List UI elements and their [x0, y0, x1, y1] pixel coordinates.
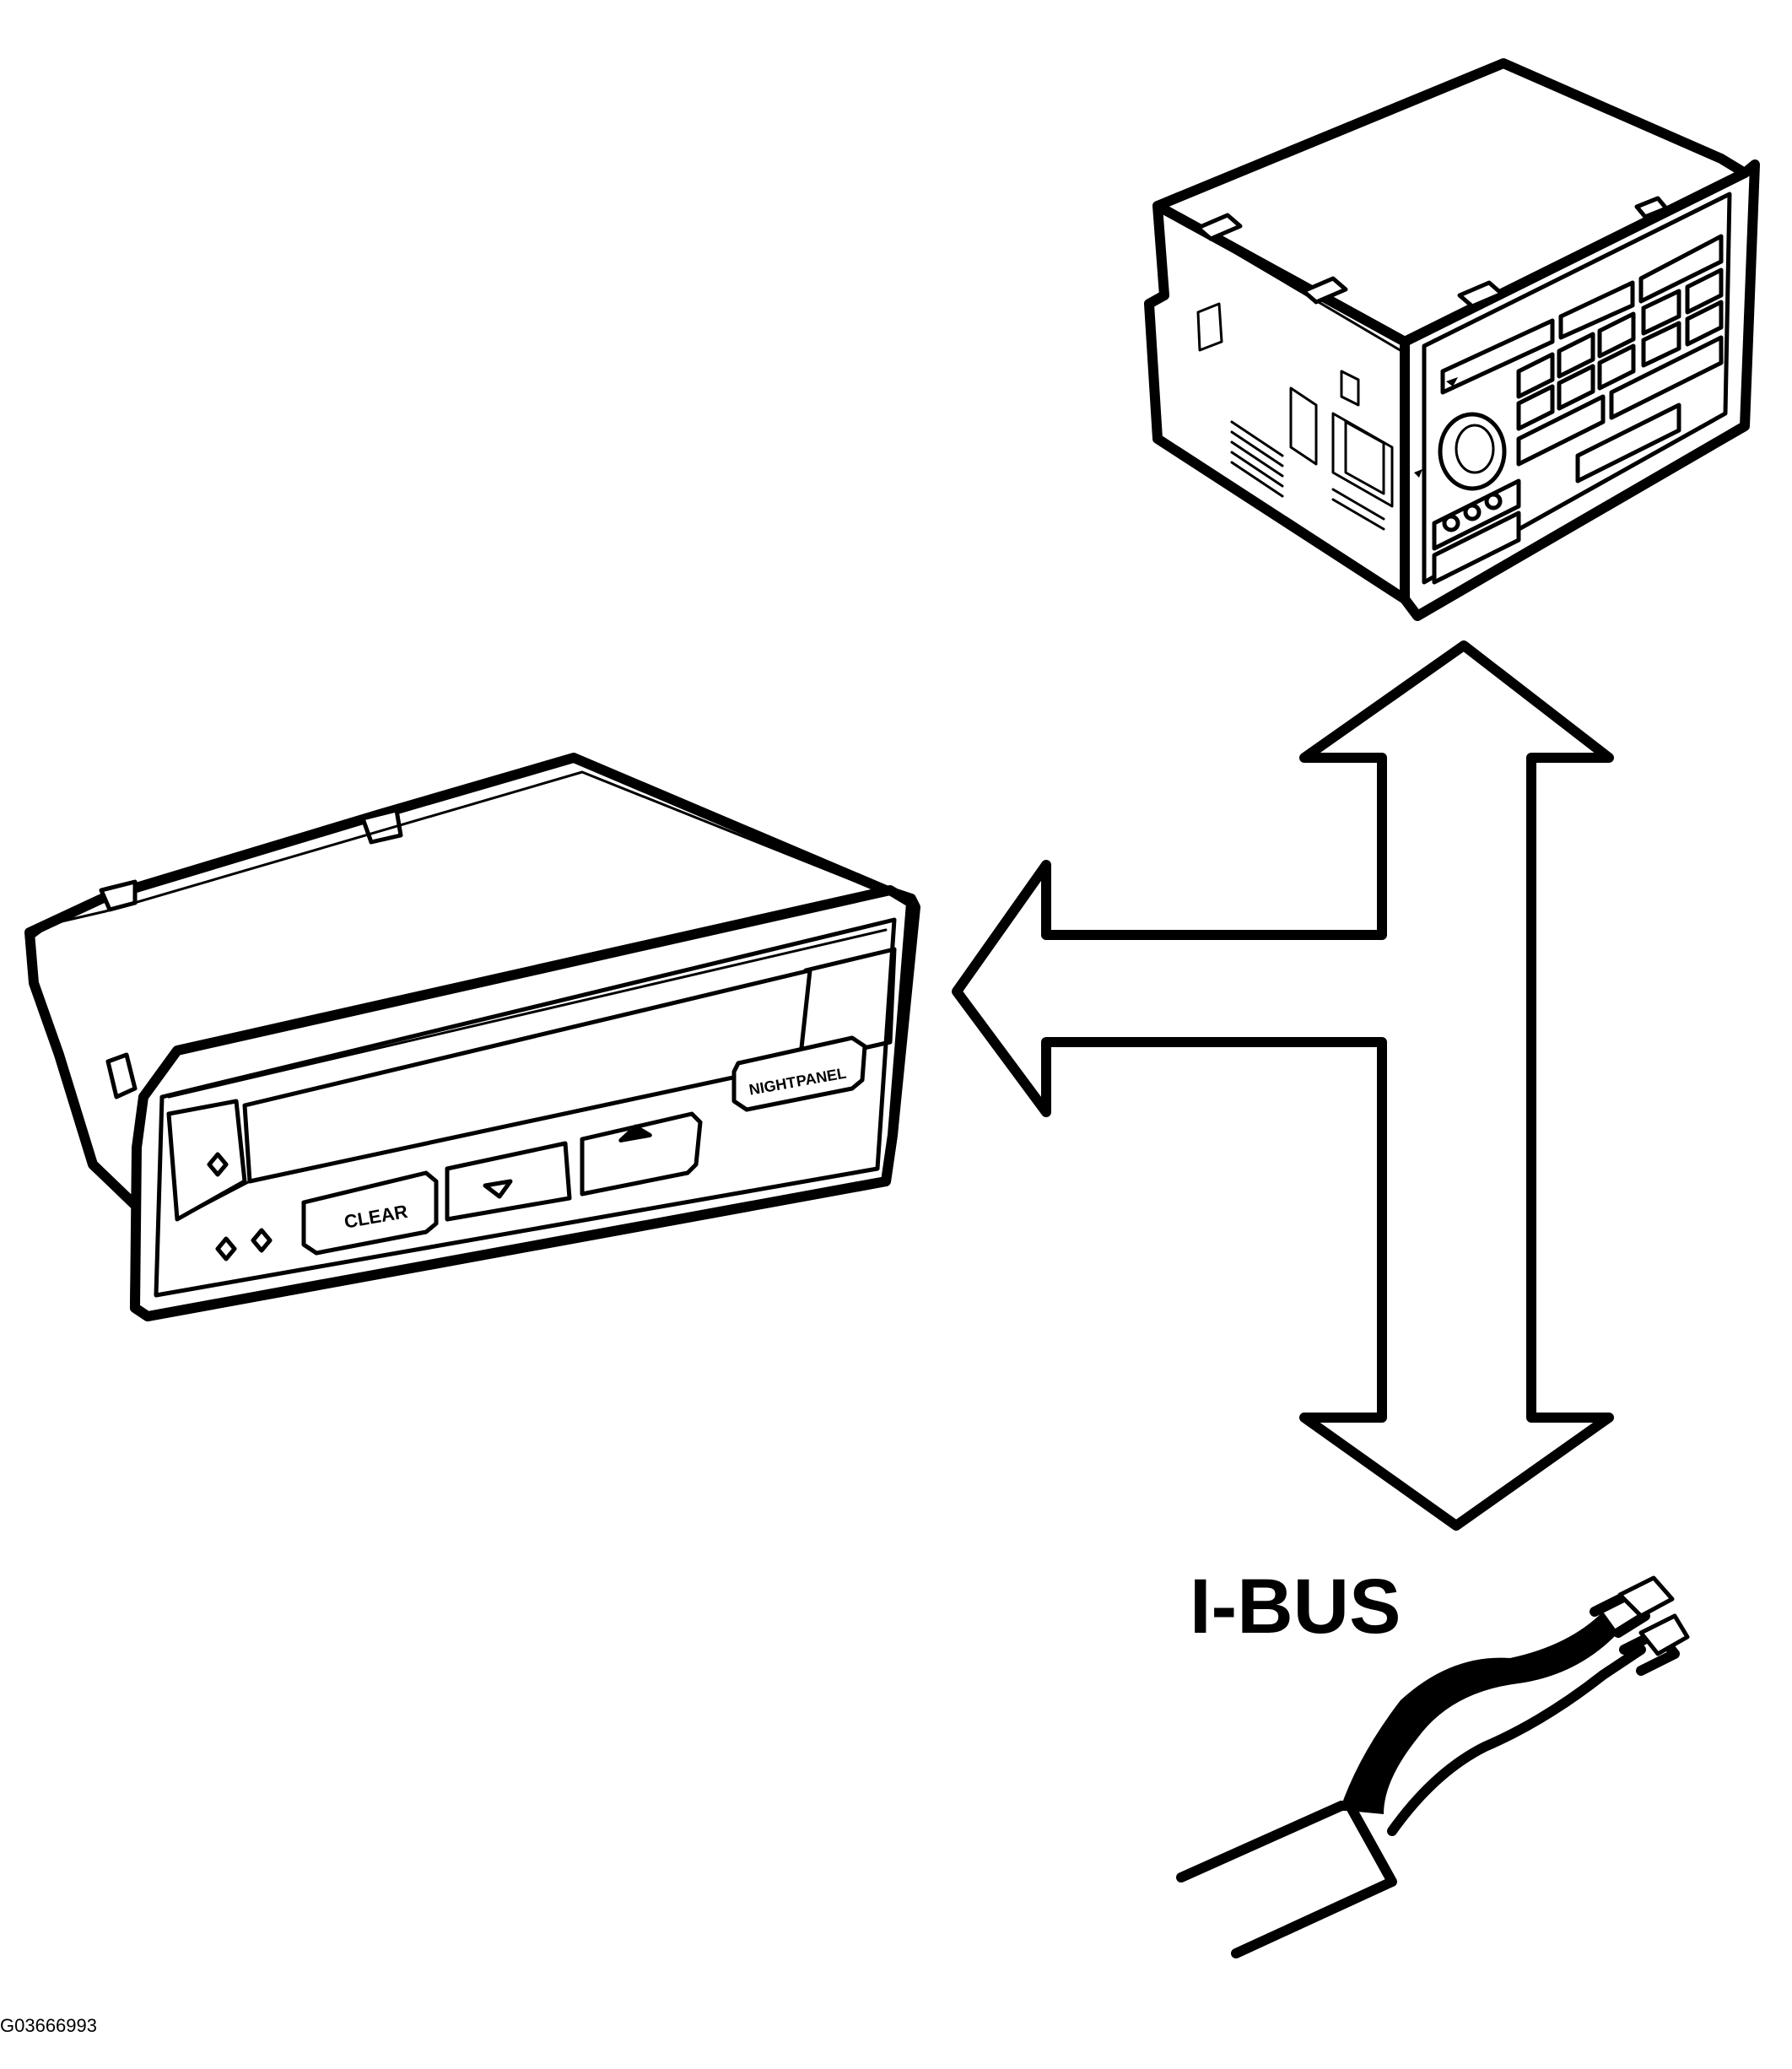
ibus-label: I-BUS — [1190, 1564, 1401, 1650]
double-headed-tee-arrow-icon — [952, 640, 1614, 1531]
radio-head-unit-icon — [1144, 58, 1760, 621]
bus-wire-connector-icon — [1176, 1575, 1690, 1958]
figure-code: G03666993 — [0, 2015, 97, 2036]
driver-information-display-icon: CLEAR NIGHT PANEL — [24, 753, 920, 1321]
